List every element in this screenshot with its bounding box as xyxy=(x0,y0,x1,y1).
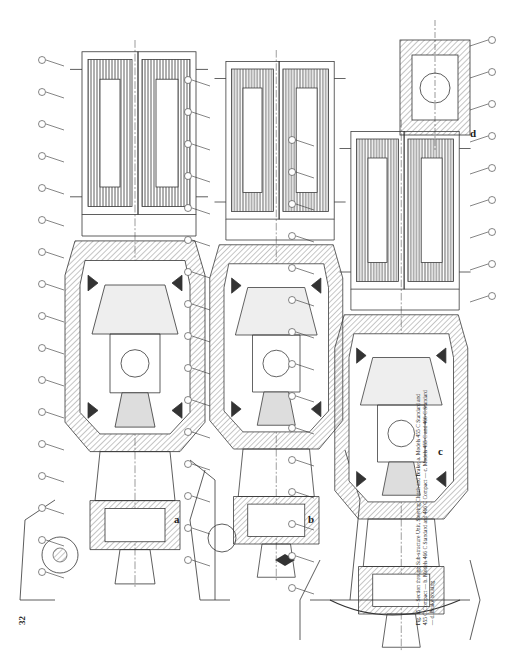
view-letter: d xyxy=(470,128,476,139)
view-letter: c xyxy=(438,446,443,457)
page-number: 32 xyxy=(18,616,27,625)
view-letter: b xyxy=(308,514,314,525)
figure-caption: Fig. 15 — Section through Sub-structure … xyxy=(415,385,436,625)
view-letter: a xyxy=(174,514,180,525)
